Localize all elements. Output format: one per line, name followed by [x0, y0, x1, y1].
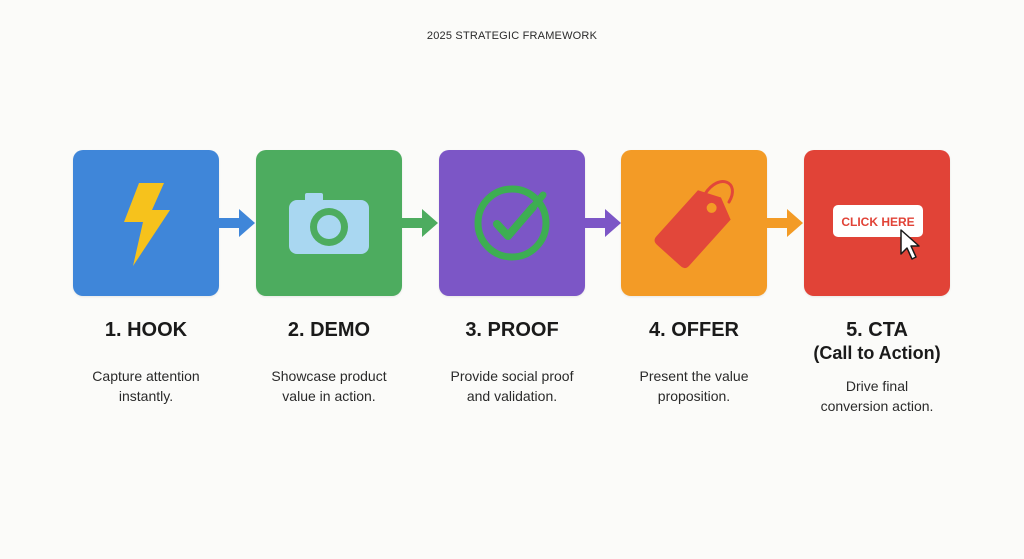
- step-description-offer-line1: Present the value: [639, 368, 749, 384]
- step-title-demo: 2. DEMO: [287, 319, 371, 341]
- step-title-proof: 3. PROOF: [465, 319, 559, 341]
- arrow-right-icon: [767, 209, 803, 237]
- step-tile-offer: [621, 150, 767, 296]
- step-description-cta: Drive final conversion action.: [787, 376, 967, 416]
- step-title-offer: 4. OFFER: [648, 319, 739, 341]
- step-title-hook: 1. HOOK: [104, 319, 188, 341]
- step-tile-proof: [439, 150, 585, 296]
- check-circle-icon: [474, 185, 550, 261]
- step-description-hook: Capture attention instantly.: [56, 366, 236, 406]
- click-here-cursor-icon: CLICK HERE: [833, 205, 923, 260]
- arrow-right-icon: [402, 209, 438, 237]
- step-tile-demo: [256, 150, 402, 296]
- step-demo: 2. DEMO Showcase product value in action…: [239, 150, 419, 406]
- arrow-right-icon: [219, 209, 255, 237]
- step-description-demo: Showcase product value in action.: [239, 366, 419, 406]
- step-tile-cta: CLICK HERE: [804, 150, 950, 296]
- step-title-cta: 5. CTA: [846, 319, 908, 341]
- page-title: 2025 STRATEGIC FRAMEWORK: [426, 30, 598, 42]
- step-description-cta-line1: Drive final: [845, 378, 909, 394]
- step-description-offer: Present the value proposition.: [604, 366, 784, 406]
- step-description-demo-line2: value in action.: [282, 388, 376, 404]
- click-here-label: CLICK HERE: [841, 215, 914, 229]
- arrow-right-icon: [585, 209, 621, 237]
- lightning-bolt-icon: [124, 183, 170, 266]
- step-description-hook-line1: Capture attention: [92, 368, 200, 384]
- step-description-demo-line1: Showcase product: [271, 368, 387, 384]
- step-cta: CLICK HERE 5. CTA (Call to Action) Drive…: [787, 150, 967, 416]
- step-description-offer-line2: proposition.: [657, 388, 731, 404]
- camera-icon: [289, 193, 369, 254]
- step-description-cta-line2: conversion action.: [820, 398, 934, 414]
- step-description-proof-line1: Provide social proof: [450, 368, 574, 384]
- step-hook: 1. HOOK Capture attention instantly.: [56, 150, 236, 406]
- step-description-hook-line2: instantly.: [118, 388, 174, 404]
- step-description-proof: Provide social proof and validation.: [422, 366, 602, 406]
- step-proof: 3. PROOF Provide social proof and valida…: [422, 150, 602, 406]
- price-tag-icon: [654, 180, 734, 269]
- step-subtitle-cta: (Call to Action): [813, 343, 941, 363]
- step-offer: 4. OFFER Present the value proposition.: [604, 150, 784, 406]
- step-tile-hook: [73, 150, 219, 296]
- step-description-proof-line2: and validation.: [466, 388, 558, 404]
